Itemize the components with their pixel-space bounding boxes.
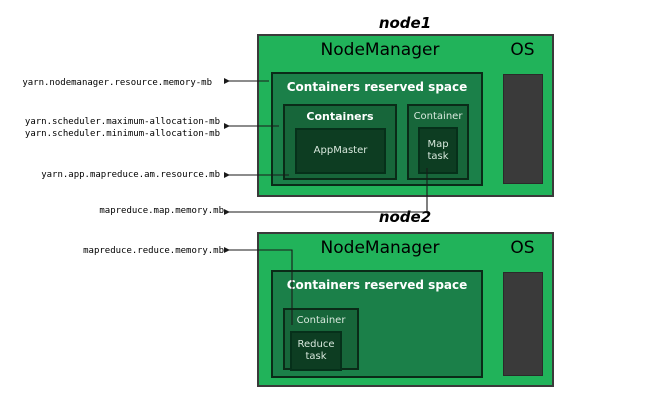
node1-maptask-box: Map task bbox=[418, 127, 458, 174]
node1-containers-label: Containers bbox=[306, 110, 374, 123]
node2-reserved-space-label: Containers reserved space bbox=[286, 278, 468, 292]
node1-os-title: OS bbox=[510, 40, 535, 60]
node1-caption: node1 bbox=[378, 14, 432, 32]
node1-appmaster-box: AppMaster bbox=[295, 128, 386, 174]
node1-appmaster-label: AppMaster bbox=[313, 145, 368, 156]
node2-reserved-space-box: Containers reserved space Container Redu… bbox=[271, 270, 483, 378]
annotation-label-yarn-nodemanager-resource-memory-mb: yarn.nodemanager.resource.memory-mb bbox=[22, 78, 212, 88]
annotation-label-yarn-scheduler-maximum-allocation-mb: yarn.scheduler.maximum-allocation-mb bbox=[24, 117, 220, 127]
node1-maptask-label: Map task bbox=[427, 138, 449, 162]
annotation-label-yarn-scheduler-minimum-allocation-mb: yarn.scheduler.minimum-allocation-mb bbox=[24, 129, 220, 139]
node1-containers-box: Containers AppMaster bbox=[283, 104, 397, 180]
node1-reserved-space-box: Containers reserved space Containers App… bbox=[271, 72, 483, 186]
node2-reducetask-box: Reduce task bbox=[290, 331, 342, 371]
node2-os-title: OS bbox=[510, 238, 535, 258]
annotation-label-yarn-app-mapreduce-am-resource-mb: yarn.app.mapreduce.am.resource.mb bbox=[41, 170, 220, 180]
node1-container-box: Container Map task bbox=[407, 104, 469, 180]
node2-caption: node2 bbox=[378, 208, 432, 226]
node2-container-label: Container bbox=[296, 315, 346, 326]
node2-container-box: Container Reduce task bbox=[283, 308, 359, 371]
node1-nodemanager-title: NodeManager bbox=[320, 40, 440, 60]
node1-box: NodeManager OS Containers reserved space… bbox=[257, 34, 554, 197]
node1-reserved-space-label: Containers reserved space bbox=[286, 80, 468, 94]
node2-box: NodeManager OS Containers reserved space… bbox=[257, 232, 554, 387]
node2-reducetask-label: Reduce task bbox=[297, 339, 335, 362]
node2-nodemanager-title: NodeManager bbox=[320, 238, 440, 258]
node1-container-label: Container bbox=[413, 111, 463, 122]
annotation-label-mapreduce-map-memory-mb: mapreduce.map.memory.mb bbox=[99, 206, 224, 216]
node1-os-bar bbox=[503, 74, 543, 184]
annotation-label-mapreduce-reduce-memory-mb: mapreduce.reduce.memory.mb bbox=[83, 246, 224, 256]
node2-os-bar bbox=[503, 272, 543, 376]
